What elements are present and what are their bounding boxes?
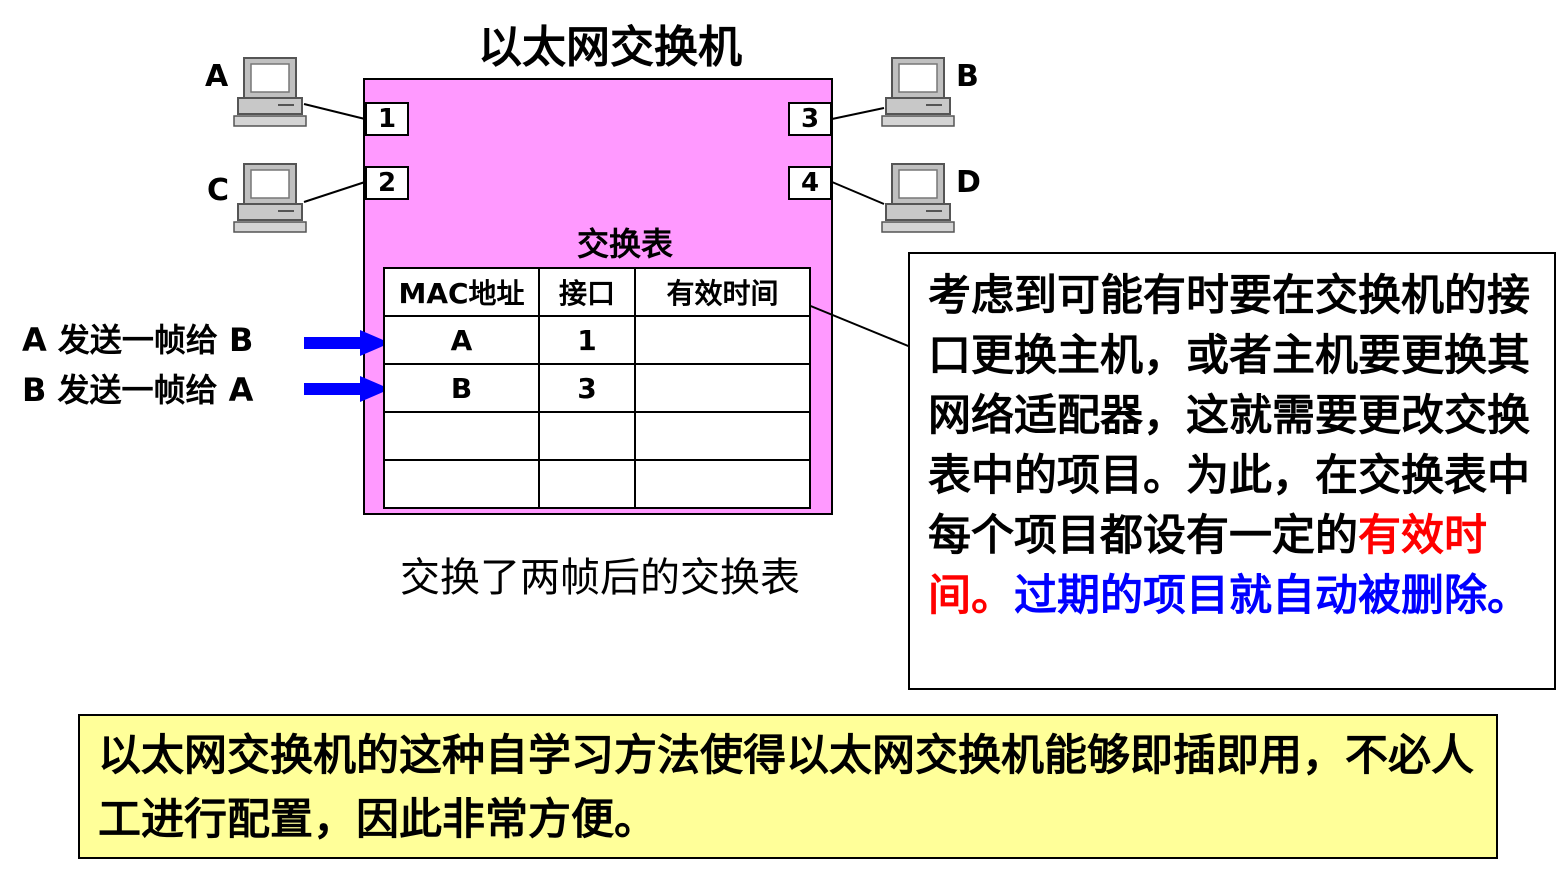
cell-ttl <box>634 411 811 461</box>
note-highlight-ttl: 有效时间。 <box>928 511 1487 621</box>
note-text: 考虑到可能有时要在交换机的接口更换主机，或者主机要更换其网络适配器，这就需要更改… <box>928 271 1530 561</box>
send-event-a-to-b: A 发送一帧给 B <box>22 321 254 359</box>
cell-mac <box>383 459 540 509</box>
cell-mac <box>383 411 540 461</box>
cell-port: 1 <box>538 315 636 365</box>
table-row: B 3 <box>383 363 811 413</box>
cable-c <box>303 181 366 203</box>
arrow-right-icon-1 <box>304 330 390 356</box>
cell-ttl <box>634 459 811 509</box>
computer-icon-c <box>233 163 307 233</box>
computer-icon-b <box>881 57 955 127</box>
host-label-c: C <box>207 173 230 208</box>
cable-a <box>303 103 366 120</box>
port-4: 4 <box>788 166 832 200</box>
diagram-caption: 交换了两帧后的交换表 <box>400 555 800 601</box>
computer-icon-a <box>233 57 307 127</box>
host-label-d: D <box>956 165 981 200</box>
host-label-a: A <box>205 59 229 94</box>
cell-port <box>538 411 636 461</box>
send-event-b-to-a: B 发送一帧给 A <box>22 371 254 409</box>
table-row <box>383 411 811 461</box>
arrow-right-icon-2 <box>304 376 390 402</box>
header-ttl: 有效时间 <box>634 267 811 317</box>
header-port: 接口 <box>538 267 636 317</box>
explanation-note: 考虑到可能有时要在交换机的接口更换主机，或者主机要更换其网络适配器，这就需要更改… <box>908 252 1556 690</box>
cell-mac: A <box>383 315 540 365</box>
port-1: 1 <box>365 102 409 136</box>
header-mac: MAC地址 <box>383 267 540 317</box>
cell-mac: B <box>383 363 540 413</box>
computer-icon-d <box>881 163 955 233</box>
note-emphasis-expire: 过期的项目就自动被删除。 <box>1014 571 1530 621</box>
port-2: 2 <box>365 166 409 200</box>
note-pointer <box>791 295 919 351</box>
cell-port <box>538 459 636 509</box>
switch-title: 以太网交换机 <box>478 22 742 73</box>
mac-table: MAC地址 接口 有效时间 A 1 B 3 <box>383 267 811 509</box>
cable-b <box>831 107 885 120</box>
port-3: 3 <box>788 102 832 136</box>
table-title: 交换表 <box>576 225 673 263</box>
table-row: A 1 <box>383 315 811 365</box>
host-label-b: B <box>956 59 979 94</box>
cell-ttl <box>634 315 811 365</box>
cell-port: 3 <box>538 363 636 413</box>
summary-box: 以太网交换机的这种自学习方法使得以太网交换机能够即插即用，不必人工进行配置，因此… <box>78 714 1498 859</box>
table-header-row: MAC地址 接口 有效时间 <box>383 267 811 317</box>
cable-d <box>831 181 885 205</box>
table-row <box>383 459 811 509</box>
cell-ttl <box>634 363 811 413</box>
